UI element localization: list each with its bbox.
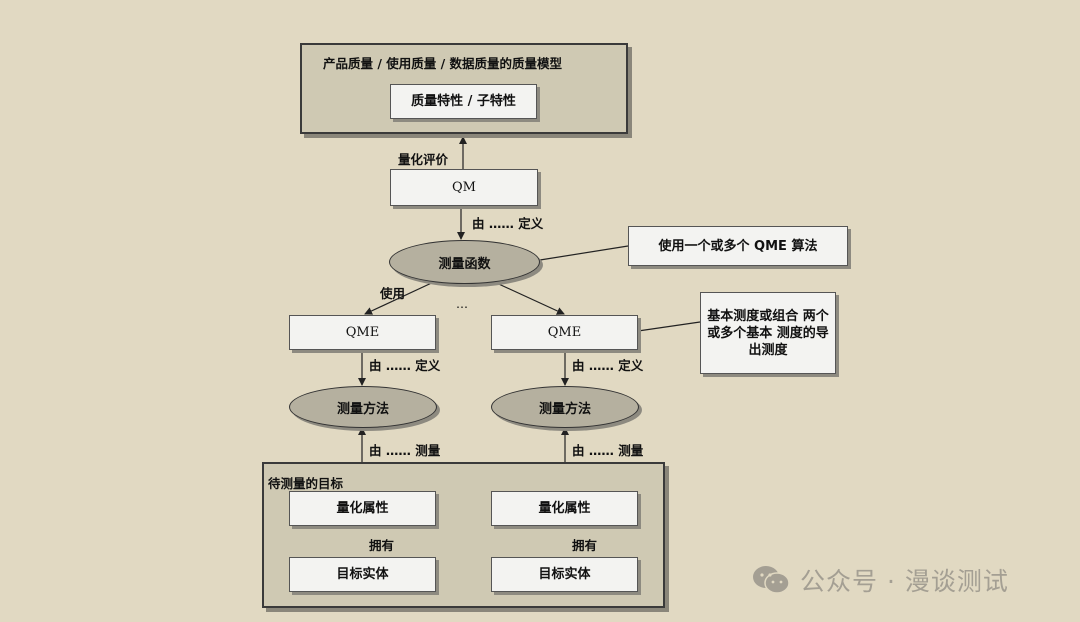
measurement-function-ellipse: 测量函数 <box>389 240 540 284</box>
quality-model-title: 产品质量 / 使用质量 / 数据质量的质量模型 <box>323 56 563 71</box>
label-has-left: 拥有 <box>369 538 395 553</box>
callout-line-qme-alg <box>539 245 629 261</box>
measurement-method-right: 测量方法 <box>491 386 639 428</box>
quantifiable-attribute-left: 量化属性 <box>289 491 436 526</box>
label-has-right: 拥有 <box>572 538 598 553</box>
callout-derived-measure: 基本测度或组合 两个或多个基本 测度的导出测度 <box>700 292 836 374</box>
target-entity-left: 目标实体 <box>289 557 436 592</box>
ellipsis-more-qme: … <box>456 297 468 311</box>
label-measured-by-left: 由 …… 测量 <box>369 443 441 458</box>
label-defined-by-right: 由 …… 定义 <box>572 358 644 373</box>
qme-box-left: QME <box>289 315 436 350</box>
watermark: 公众号 · 漫谈测试 <box>752 562 1009 598</box>
qm-box: QM <box>390 169 538 206</box>
target-title: 待测量的目标 <box>268 476 344 491</box>
callout-qme-algorithm: 使用一个或多个 QME 算法 <box>628 226 848 266</box>
callout-line-derived <box>637 321 701 332</box>
label-defined-by: 由 …… 定义 <box>472 216 544 231</box>
label-measured-by-right: 由 …… 测量 <box>572 443 644 458</box>
wechat-icon <box>753 566 790 594</box>
watermark-text: 公众号 · 漫谈测试 <box>800 567 1009 596</box>
quantifiable-attribute-right: 量化属性 <box>491 491 638 526</box>
target-entity-right: 目标实体 <box>491 557 638 592</box>
measurement-method-left: 测量方法 <box>289 386 437 428</box>
label-use: 使用 <box>380 286 406 301</box>
qme-box-right: QME <box>491 315 638 350</box>
label-quantitative-evaluation: 量化评价 <box>398 152 449 167</box>
arrow-function-to-qme-right <box>489 279 565 315</box>
arrow-function-to-qme-left <box>364 279 439 315</box>
quality-characteristic-box: 质量特性 / 子特性 <box>390 84 537 119</box>
label-defined-by-left: 由 …… 定义 <box>369 358 441 373</box>
